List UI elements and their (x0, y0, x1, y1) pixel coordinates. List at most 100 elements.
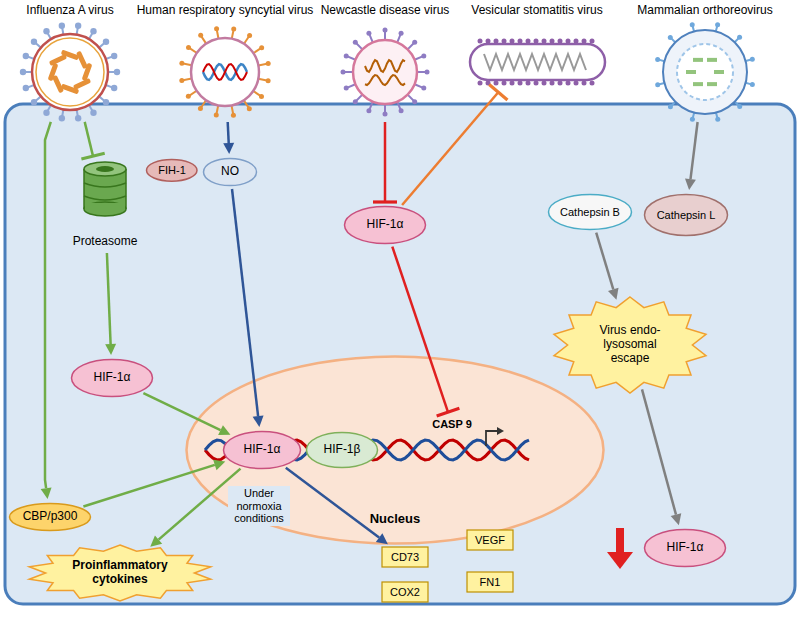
box-outline (467, 572, 513, 592)
arrow-head (607, 552, 633, 569)
node-label: COX2 (390, 586, 420, 599)
rna-segment (61, 50, 80, 61)
node-label: FIH-1 (158, 164, 186, 177)
condition-note: Under normoxia conditions (228, 486, 290, 526)
spike-head (421, 53, 426, 58)
inhibition-line (392, 247, 459, 416)
node-label: Mammalian orthoreovirus (637, 4, 772, 18)
rna-segment (76, 51, 88, 69)
viral-genome (365, 60, 405, 72)
oval-outline (645, 530, 726, 567)
spike-head (690, 117, 695, 122)
arrow-head (41, 487, 52, 499)
spike-head (103, 99, 109, 105)
node-label: NO (221, 165, 239, 179)
virus-particle: Newcastle disease virus (317, 4, 453, 120)
genome-segment (693, 58, 703, 62)
node-label: Cathepsin B (560, 206, 620, 219)
spike-head (247, 106, 252, 111)
molecule-oval: Cathepsin B (547, 193, 633, 231)
spike-head (366, 31, 371, 36)
node-label: Nucleus (370, 512, 421, 527)
gene-box: CD73 (381, 546, 429, 568)
rna-segment (73, 78, 91, 90)
box-outline (467, 530, 513, 550)
spike-head (421, 86, 426, 91)
gene-box: VEGF (466, 529, 514, 551)
spike-head (186, 45, 191, 50)
cylinder-top (84, 162, 126, 176)
node-label: Virus endo-lysosomal escape (584, 324, 676, 365)
oval-outline (204, 159, 257, 186)
activation-arrow (642, 389, 681, 525)
node-label: CD73 (391, 551, 419, 564)
oval-outline (187, 357, 604, 544)
spike-head (59, 115, 65, 121)
molecule-oval: FIH-1 (145, 158, 199, 183)
spike-head (353, 99, 358, 104)
spike-head (668, 35, 673, 40)
spike-head (179, 61, 184, 66)
spike-head (198, 106, 203, 111)
node-label: VEGF (475, 534, 505, 547)
spike-head (214, 26, 219, 31)
molecule-oval: HIF-1α (643, 528, 727, 568)
spike-head (383, 112, 388, 117)
node-label: HIF-1α (244, 443, 281, 457)
spike-head (478, 39, 483, 44)
activation-arrow (286, 468, 388, 544)
connector-line (642, 389, 676, 514)
spike-head (737, 104, 742, 109)
spike-head (590, 39, 595, 44)
rna-segment (52, 75, 64, 93)
box-outline (382, 547, 428, 567)
node-label: Human respiratory syncytial virus (137, 4, 314, 18)
spike-head (750, 57, 755, 62)
arrow-head (213, 460, 225, 470)
molecule-oval: NO (202, 157, 258, 187)
connector-line (83, 465, 214, 507)
inhibition-line (402, 84, 507, 205)
activation-arrow (223, 122, 234, 154)
activation-arrow (143, 393, 230, 435)
spike-head (344, 53, 349, 58)
virus-particle: Influenza A virus (8, 4, 132, 120)
cylinder-pore (96, 166, 114, 172)
spike-head (425, 70, 430, 75)
spike-head (111, 53, 117, 59)
spike-head (341, 70, 346, 75)
molecule-oval: CBP/p300 (8, 502, 92, 532)
spike-head (690, 22, 695, 27)
spike-head (43, 28, 49, 34)
oval-outline (345, 207, 426, 244)
connector-line (232, 189, 258, 416)
node-label: CBP/p300 (23, 510, 78, 524)
viral-genome (365, 75, 405, 85)
virus-particle: Mammalian orthoreovirus (629, 4, 781, 120)
molecule-oval: HIF-1α (222, 430, 302, 470)
oval-outline (549, 195, 632, 230)
virus-envelope (470, 44, 605, 80)
node-label: Vesicular stomatitis virus (471, 4, 602, 18)
proteasome-cylinder: Proteasome (63, 159, 147, 251)
node-label: HIF-1α (667, 541, 704, 555)
spike-head (366, 108, 371, 113)
molecule-oval: HIF-1β (305, 431, 379, 469)
spike-head (266, 78, 271, 83)
spike-head (399, 108, 404, 113)
oval-outline (224, 432, 301, 469)
outer-capsid (663, 30, 747, 114)
arrow-head (253, 415, 264, 427)
spike-head (31, 39, 37, 45)
connector-line (691, 122, 698, 179)
spike-head (259, 45, 264, 50)
node-label: Newcastle disease virus (321, 4, 450, 18)
spike-head (198, 33, 203, 38)
virus-envelope (32, 34, 108, 110)
spike-head (179, 78, 184, 83)
oval-outline (10, 504, 91, 531)
virus-particle: Vesicular stomatitis virus (459, 4, 615, 90)
spike-head (247, 33, 252, 38)
spike-head (20, 69, 26, 75)
spike-head (103, 39, 109, 45)
